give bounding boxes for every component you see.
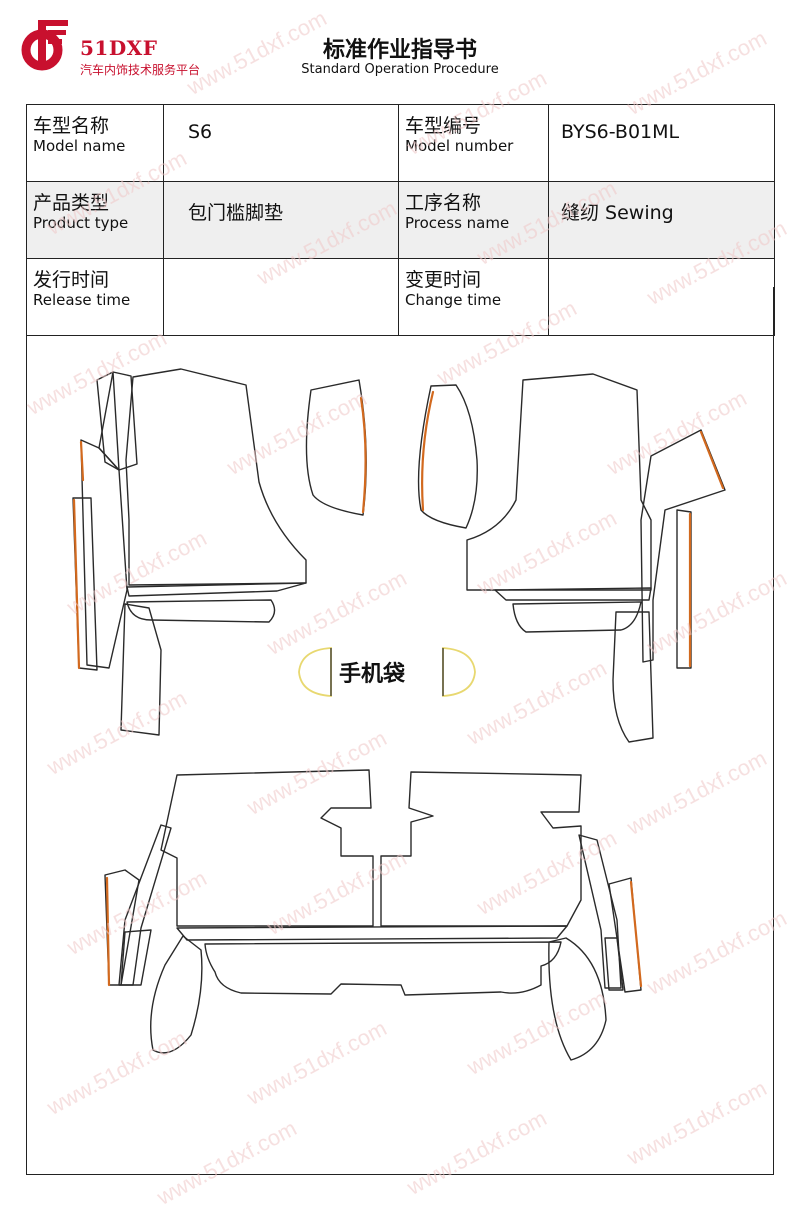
- release-time-label: 发行时间 Release time: [26, 258, 164, 336]
- brand-tagline: 汽车内饰技术服务平台: [80, 63, 201, 77]
- rear-right-main-panel: [380, 771, 582, 927]
- info-row: 产品类型 Product type 包门槛脚垫 工序名称 Process nam…: [26, 181, 775, 259]
- label-zh: 车型编号: [405, 115, 482, 137]
- change-time-label: 变更时间 Change time: [398, 258, 549, 336]
- process-name-value: 缝纫 Sewing: [548, 181, 775, 259]
- label-zh: 发行时间: [33, 269, 110, 291]
- sewing-edge: [105, 876, 111, 987]
- label-en: Product type: [33, 213, 129, 232]
- front-right-lower-strip: [494, 587, 652, 601]
- info-table: 车型名称 Model name S6 车型编号 Model number BYS…: [26, 104, 775, 336]
- model-number-label: 车型编号 Model number: [398, 104, 549, 182]
- rear-left-threshold: [150, 935, 203, 1054]
- brand-logo: 51DXF 汽车内饰技术服务平台: [20, 16, 240, 80]
- phone-pocket-right-icon: [442, 647, 476, 697]
- rear-center-heel-piece: [204, 941, 562, 996]
- sewing-edge: [699, 430, 725, 490]
- front-left-side-panel: [80, 439, 128, 669]
- rear-right-side-panel: [578, 834, 622, 989]
- front-right-outer-strip: [676, 509, 692, 669]
- process-name-label: 工序名称 Process name: [398, 181, 549, 259]
- brand-name: 51DXF: [80, 36, 158, 60]
- label-zh: 工序名称: [405, 192, 482, 214]
- label-en: Model name: [33, 136, 126, 155]
- rear-center-strip: [176, 925, 568, 941]
- rear-right-threshold: [548, 937, 607, 1061]
- front-right-threshold: [612, 611, 654, 743]
- sewing-edge: [79, 440, 85, 482]
- model-name-value: S6: [163, 104, 399, 182]
- phone-pocket-left-icon: [298, 647, 332, 697]
- release-time-value: [163, 258, 399, 336]
- sewing-edge: [359, 396, 367, 514]
- front-right-footwell: [417, 384, 478, 529]
- label-en: Release time: [33, 290, 131, 309]
- label-zh: 变更时间: [405, 269, 482, 291]
- front-left-main-panel: [125, 368, 307, 586]
- phone-pocket-label: 手机袋: [339, 662, 406, 687]
- front-left-threshold: [120, 603, 162, 736]
- front-right-heel-piece: [512, 601, 642, 633]
- label-en: Process name: [405, 213, 510, 232]
- front-left-strip-inner: [96, 371, 120, 471]
- change-time-value: [548, 258, 775, 336]
- label-en: Model number: [405, 136, 514, 155]
- model-number-value: BYS6-B01ML: [548, 104, 775, 182]
- rear-right-lower-strip: [604, 937, 624, 991]
- product-type-label: 产品类型 Product type: [26, 181, 164, 259]
- rear-left-lower-strip: [120, 929, 152, 986]
- front-left-lower-strip: [126, 582, 307, 597]
- front-left-strip: [98, 371, 138, 471]
- info-row: 发行时间 Release time 变更时间 Change time: [26, 258, 775, 336]
- label-zh: 车型名称: [33, 115, 110, 137]
- front-right-main-panel: [466, 373, 652, 591]
- front-left-footwell: [305, 379, 367, 516]
- label-zh: 产品类型: [33, 192, 110, 214]
- front-left-heel-piece: [126, 599, 276, 623]
- logo-mark-icon: [21, 20, 68, 71]
- pattern-drawing-panel: 手机袋: [26, 287, 774, 1175]
- rear-left-main-panel: [160, 769, 374, 927]
- front-right-side-panel: [640, 429, 726, 663]
- label-en: Change time: [405, 290, 502, 309]
- sewing-edge: [421, 390, 435, 512]
- document-title: 标准作业指导书: [322, 38, 477, 63]
- product-type-value: 包门槛脚垫: [163, 181, 399, 259]
- info-row: 车型名称 Model name S6 车型编号 Model number BYS…: [26, 104, 775, 182]
- document-subtitle: Standard Operation Procedure: [301, 62, 499, 77]
- sewing-edge: [72, 498, 81, 670]
- sewing-edge: [629, 880, 643, 988]
